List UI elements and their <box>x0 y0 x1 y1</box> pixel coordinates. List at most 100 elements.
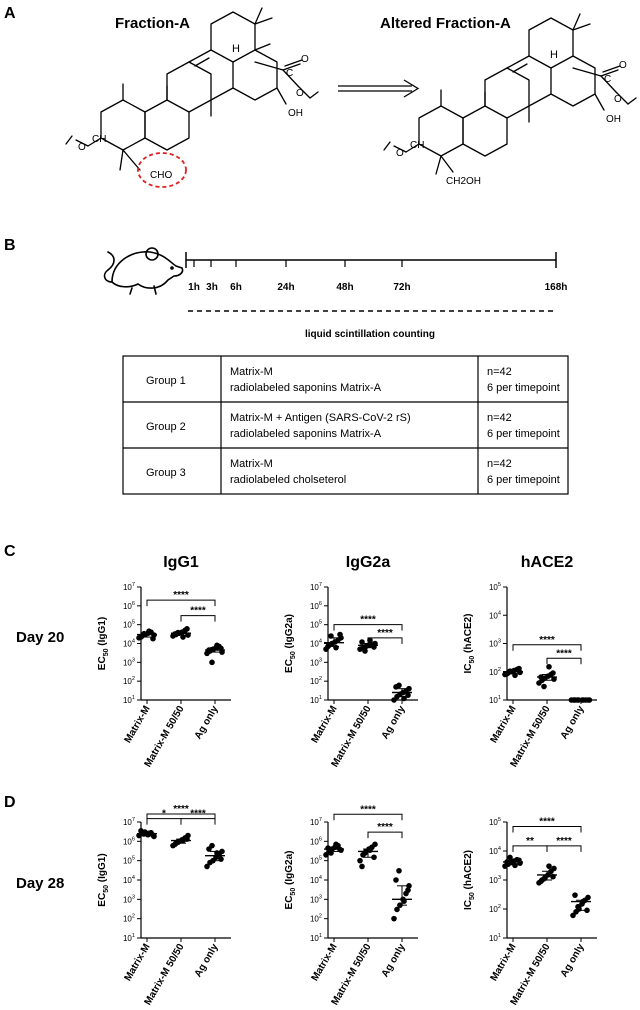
y-tick-label: 103 <box>123 657 135 667</box>
timeline: 1h 3h 6h 24h 48h 72h 168h liquid scintil… <box>185 252 567 340</box>
atom-o-ester: O <box>296 88 304 99</box>
significance-label: **** <box>556 648 572 659</box>
cho-highlight-circle <box>137 152 187 188</box>
y-tick-label: 107 <box>123 582 135 592</box>
y-tick-label: 107 <box>310 817 322 827</box>
significance-bracket <box>180 818 216 825</box>
table-treatment-cell: Matrix-M <box>230 366 273 378</box>
atom-c-altered: C <box>604 74 611 85</box>
significance-label: **** <box>539 635 555 646</box>
data-point <box>575 903 581 910</box>
y-tick-label: 102 <box>489 667 501 677</box>
y-tick-label: 102 <box>310 914 322 924</box>
data-point <box>572 892 578 898</box>
data-point <box>391 915 397 922</box>
significance-label: **** <box>190 809 206 820</box>
x-category-label: Matrix-M <box>489 942 519 983</box>
significance-label: ** <box>526 836 534 847</box>
y-tick-label: 101 <box>489 695 501 705</box>
transformation-arrow <box>338 79 420 98</box>
significance-label: **** <box>539 816 555 827</box>
y-axis-label: IC50 (hACE2) <box>463 850 476 910</box>
significance-label: **** <box>173 590 189 601</box>
atom-o-ether-altered: O <box>396 148 404 159</box>
y-tick-label: 102 <box>489 904 501 914</box>
timepoint-label: 24h <box>277 282 294 293</box>
y-tick-label: 106 <box>123 836 135 846</box>
y-tick-label: 103 <box>489 639 501 649</box>
significance-bracket <box>180 615 216 622</box>
significance-label: **** <box>377 822 393 833</box>
y-tick-label: 103 <box>310 894 322 904</box>
data-point <box>371 854 377 861</box>
data-point <box>209 659 215 666</box>
y-tick-label: 103 <box>310 657 322 667</box>
y-tick-label: 101 <box>489 933 501 943</box>
y-tick-label: 103 <box>489 875 501 885</box>
significance-label: **** <box>556 836 572 847</box>
panel-label-a: A <box>4 5 16 22</box>
significance-label: **** <box>173 804 189 815</box>
y-tick-label: 101 <box>123 933 135 943</box>
table-treatment-cell: Matrix-M + Antigen (SARS-CoV-2 rS) <box>230 412 411 424</box>
significance-label: **** <box>360 804 376 815</box>
y-axis-label: EC50 (IgG1) <box>97 853 110 906</box>
significance-label: **** <box>360 615 376 626</box>
significance-label: * <box>162 809 166 820</box>
significance-bracket <box>146 599 216 607</box>
data-point <box>333 841 339 848</box>
table-treatment-cell: radiolabeled cholseterol <box>230 474 346 486</box>
y-tick-label: 104 <box>310 639 322 649</box>
atom-o-carbonyl: O <box>301 54 309 65</box>
data-point <box>396 867 402 874</box>
x-category-label: Ag only <box>380 942 408 980</box>
data-point <box>146 628 152 634</box>
y-tick-label: 107 <box>123 817 135 827</box>
panel-label-c: C <box>4 543 16 560</box>
y-axis-label: EC50 (IgG2a) <box>284 851 297 910</box>
table-group-cell: Group 1 <box>146 375 186 387</box>
group-table: Group 1 Matrix-M radiolabeled saponins M… <box>122 355 569 495</box>
timepoint-label: 48h <box>336 282 353 293</box>
data-point <box>541 875 547 882</box>
y-tick-label: 106 <box>310 601 322 611</box>
y-tick-label: 102 <box>310 676 322 686</box>
y-axis-label: IC50 (hACE2) <box>463 613 476 673</box>
y-tick-label: 105 <box>123 620 135 630</box>
fraction-a-title: Fraction-A <box>115 15 190 32</box>
table-group-cell: Group 2 <box>146 421 186 433</box>
data-point <box>209 842 215 849</box>
data-point <box>180 634 186 640</box>
timepoint-label: 6h <box>230 282 242 293</box>
scintillation-label: liquid scintillation counting <box>305 329 435 340</box>
data-point <box>184 626 190 632</box>
y-tick-label: 104 <box>489 610 501 620</box>
atom-ch2oh: CH2OH <box>446 176 481 187</box>
significance-bracket <box>546 845 582 852</box>
significance-bracket <box>333 624 403 631</box>
data-point <box>516 665 522 672</box>
table-treatment-cell: radiolabeled saponins Matrix-A <box>230 382 382 394</box>
y-axis-label: EC50 (IgG1) <box>97 617 110 670</box>
significance-bracket <box>367 831 403 839</box>
row-label-day-20: Day 20 <box>16 629 64 646</box>
data-point <box>394 906 400 913</box>
x-category-label: Matrix-M <box>123 942 153 983</box>
atom-o-ether: O <box>78 142 86 153</box>
significance-bracket <box>546 657 582 665</box>
data-point <box>362 648 368 654</box>
atom-o-ester-altered: O <box>614 94 622 105</box>
y-tick-label: 104 <box>123 875 135 885</box>
table-n-cell: n=42 <box>487 366 512 378</box>
significance-bracket <box>146 813 216 820</box>
data-point <box>357 857 363 864</box>
y-tick-label: 106 <box>123 601 135 611</box>
atom-cho: CHO <box>150 170 172 181</box>
x-category-label: Ag only <box>193 942 221 980</box>
y-tick-label: 104 <box>489 846 501 856</box>
x-category-label: Matrix-M <box>310 704 340 745</box>
